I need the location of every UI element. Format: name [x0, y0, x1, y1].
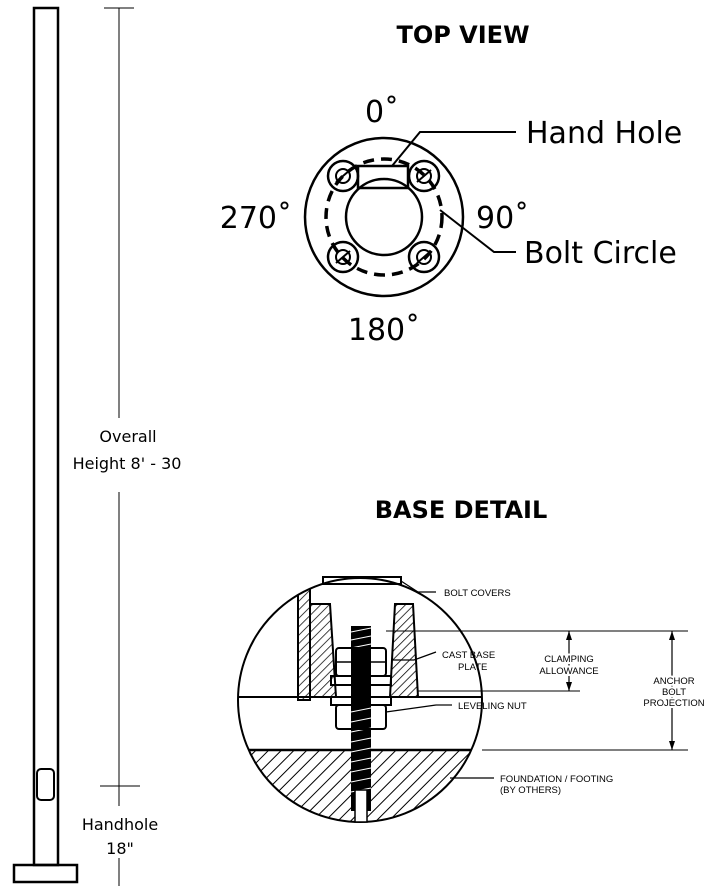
anchor-bolt-shank: [354, 789, 368, 823]
base-plate-outline: [303, 136, 465, 298]
cast-base-plate-section: [309, 603, 338, 698]
foundation-label-line2: (BY OTHERS): [500, 785, 561, 796]
leveling-nut: [335, 704, 387, 730]
bolt-cover: [322, 576, 402, 585]
cast-base-plate-section-right: [388, 603, 420, 698]
bolt-covers-label: BOLT COVERS: [444, 588, 511, 599]
foundation-label-line1: FOUNDATION / FOOTING: [500, 774, 613, 785]
bolt-bottom-left: [326, 240, 360, 274]
clamping-label-line2: ALLOWANCE: [539, 666, 598, 677]
angle-90-label: 90˚: [476, 201, 529, 236]
bolt-circle-callout: Bolt Circle: [524, 236, 677, 271]
angle-0-label: 0˚: [365, 95, 399, 130]
handhole-outline: [36, 768, 55, 801]
cast-base-label-line1: CAST BASE: [442, 650, 495, 661]
pole-base-plate: [12, 863, 79, 884]
angle-270-label: 270˚: [220, 201, 292, 236]
pole-elevation: Overall Height 8' - 30 Handhole 18": [12, 6, 182, 886]
leveling-nut-label: LEVELING NUT: [458, 701, 527, 712]
top-washer: [330, 675, 392, 686]
anchor-bolt-threaded: [351, 626, 371, 811]
bolt-circle-leader: [439, 209, 516, 253]
overall-height-label-line1: Overall: [99, 427, 156, 446]
angle-180-label: 180˚: [348, 313, 420, 348]
overall-height-label-line2: Height 8' - 30: [73, 454, 182, 473]
pole-shaft: [32, 6, 60, 867]
cast-base-label-line2: PLATE: [458, 662, 487, 673]
top-view-title: TOP VIEW: [396, 21, 529, 49]
bolt-top-left: [326, 159, 360, 193]
bolt-circle-dashed: [324, 157, 444, 277]
base-detail-title: BASE DETAIL: [375, 496, 548, 524]
hand-hole-leader: [391, 131, 516, 167]
anchor-label-line1: ANCHOR: [653, 676, 694, 687]
hand-hole-callout: Hand Hole: [526, 116, 682, 151]
bolt-top-right: [407, 159, 441, 193]
handhole-height-label-line2: 18": [106, 839, 134, 858]
anchor-label-line3: PROJECTION: [643, 698, 704, 709]
bolt-bottom-right: [407, 240, 441, 274]
pole-opening: [344, 177, 424, 257]
handhole-height-label-line1: Handhole: [82, 815, 158, 834]
top-view: TOP VIEW 0˚ 90˚: [220, 21, 683, 348]
base-detail: BASE DETAIL: [237, 496, 707, 823]
anchor-label-line2: BOLT: [662, 687, 686, 698]
clamping-label-line1: CLAMPING: [544, 654, 594, 665]
